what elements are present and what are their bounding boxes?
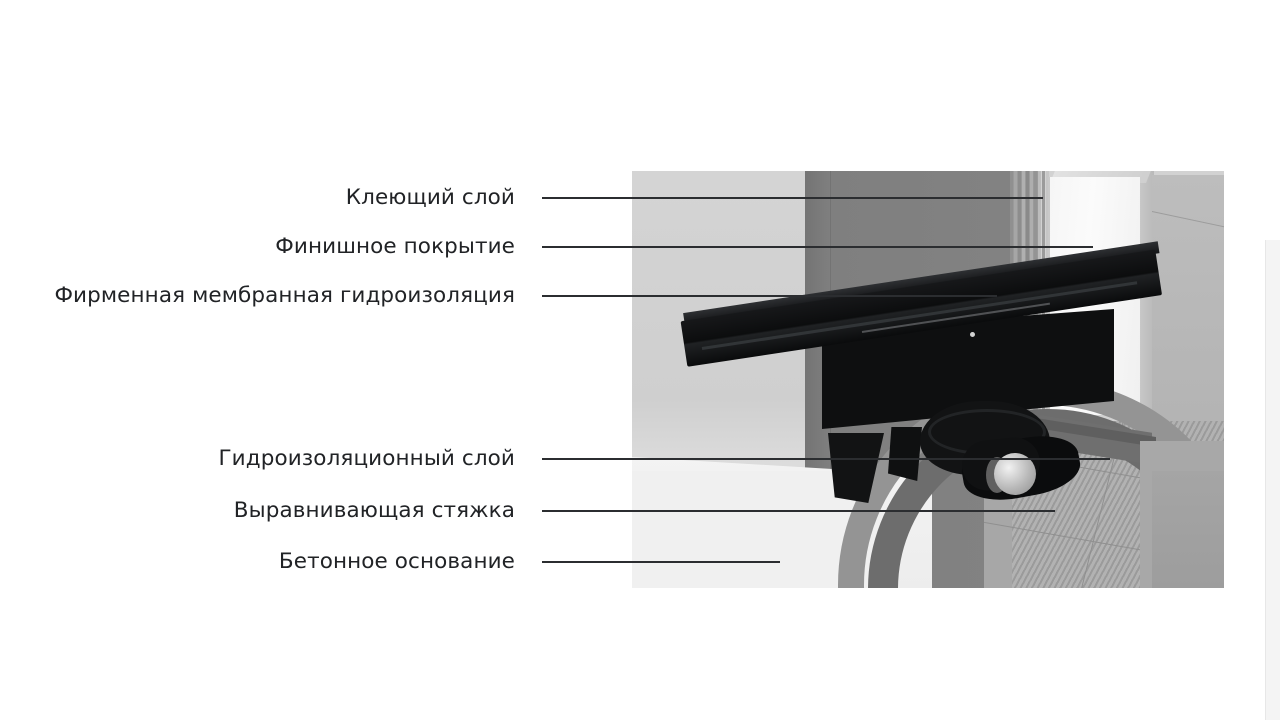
callout-label-levelling-screed: Выравнивающая стяжка	[233, 498, 515, 523]
right-floor-shading	[1152, 471, 1224, 588]
callout-leader-concrete-base	[542, 561, 780, 563]
callout-label-adhesive-layer: Клеющий слой	[345, 185, 515, 210]
callout-leader-levelling-screed	[542, 510, 1055, 512]
callout-label-finish-covering: Финишное покрытие	[275, 234, 515, 259]
shower-drain-cutaway-render	[632, 171, 1224, 588]
drain-support-leg	[888, 427, 922, 481]
callout-label-waterproofing-layer: Гидроизоляционный слой	[218, 446, 515, 471]
page-margin-band	[1265, 240, 1280, 720]
drain-channel-marker	[970, 332, 975, 337]
callout-leader-waterproofing-layer	[542, 458, 1110, 460]
callout-leader-finish-covering	[542, 246, 1093, 248]
page-margin-rule	[1265, 240, 1266, 720]
outlet-pipe-opening	[994, 453, 1036, 495]
callout-label-concrete-base: Бетонное основание	[278, 549, 515, 574]
callout-label-branded-membrane-waterproofing: Фирменная мембранная гидроизоляция	[54, 283, 515, 308]
callout-leader-adhesive-layer	[542, 197, 1043, 199]
callout-leader-branded-membrane-waterproofing	[542, 295, 997, 297]
